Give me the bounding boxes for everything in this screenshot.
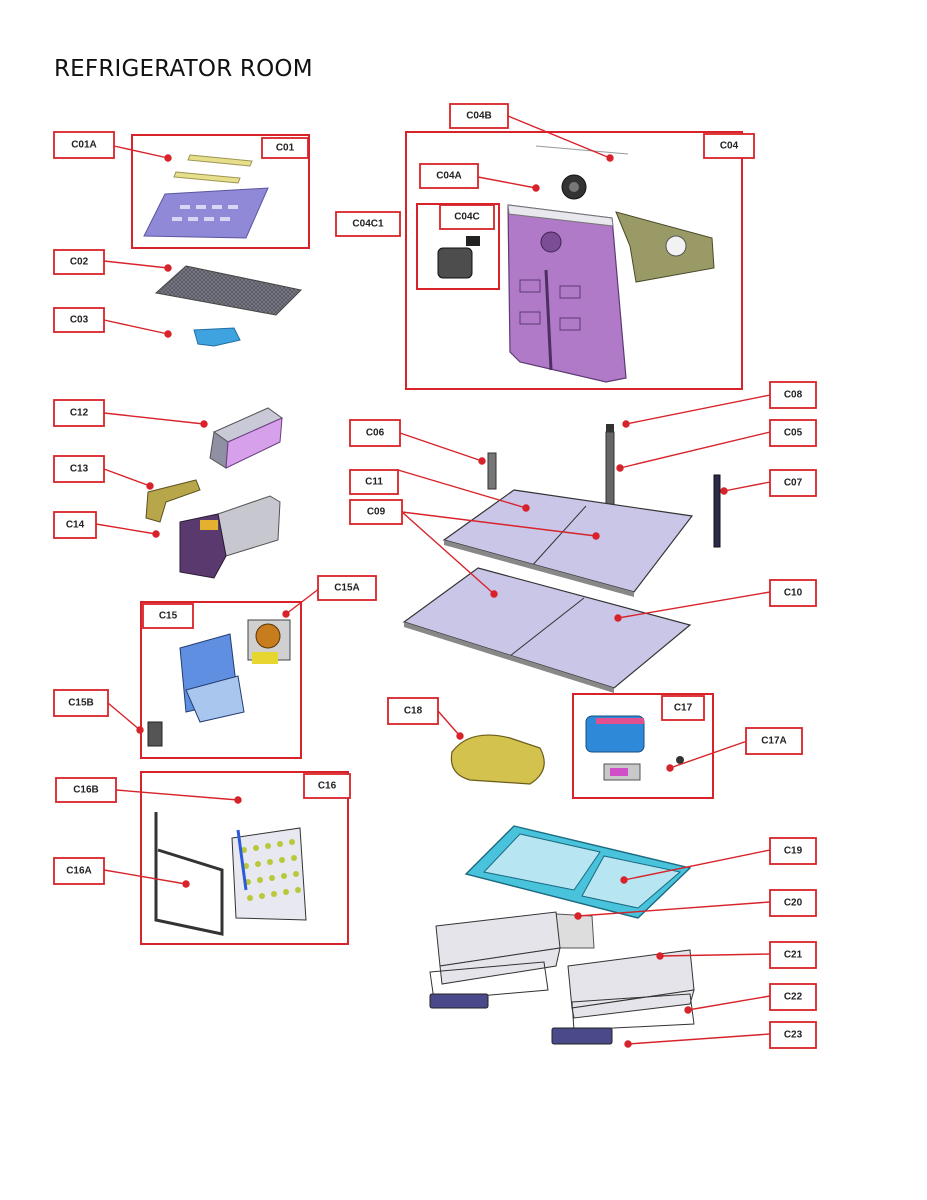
group-frame-c16 (140, 771, 349, 945)
part-label-c17a: C17A (761, 736, 787, 747)
label-box-c04c1 (335, 211, 401, 237)
label-box-c19 (769, 837, 817, 865)
c04-back-panel-illustration (437, 145, 715, 383)
label-box-c20 (769, 889, 817, 917)
group-frame-c17 (572, 693, 714, 799)
c08-cap-illustration (606, 424, 614, 432)
label-box-c17a (745, 727, 803, 755)
label-box-c04c (439, 204, 495, 230)
label-box-c02 (53, 249, 105, 275)
part-label-c07: C07 (784, 478, 803, 489)
part-label-c16b: C16B (73, 785, 99, 796)
group-frame-c15 (140, 601, 302, 759)
c21-drawers-illustration (435, 911, 695, 1019)
c06-bracket-illustration (487, 452, 497, 490)
part-label-c19: C19 (784, 846, 803, 857)
label-box-c09 (349, 499, 403, 525)
label-box-c08 (769, 381, 817, 409)
label-box-c15a (317, 575, 377, 601)
part-label-c16: C16 (318, 781, 337, 792)
label-box-c10 (769, 579, 817, 607)
part-label-c05: C05 (784, 428, 803, 439)
label-box-c23 (769, 1021, 817, 1049)
part-label-c16a: C16A (66, 866, 92, 877)
label-box-c07 (769, 469, 817, 497)
part-label-c15a: C15A (334, 583, 360, 594)
c23-handle-illustration-2 (551, 1027, 613, 1045)
group-frame-c04 (405, 131, 743, 390)
part-label-c13: C13 (70, 464, 89, 475)
label-box-c16b (55, 777, 117, 803)
c02-mesh-illustration (154, 265, 303, 316)
c12-housing-illustration (209, 407, 284, 469)
part-label-c10: C10 (784, 588, 803, 599)
part-label-c20: C20 (784, 898, 803, 909)
c18-cover-illustration (450, 734, 545, 785)
label-box-c06 (349, 419, 401, 447)
part-label-c21: C21 (784, 950, 803, 961)
part-label-c12: C12 (70, 408, 89, 419)
label-box-c13 (53, 455, 105, 483)
part-label-c08: C08 (784, 390, 803, 401)
part-label-c03: C03 (70, 315, 89, 326)
c03-clip-illustration (193, 327, 241, 347)
part-label-c01a: C01A (71, 140, 97, 151)
label-box-c04b (449, 103, 509, 129)
c04c-cover-illustration (437, 247, 473, 279)
part-label-c04c: C04C (454, 212, 480, 223)
label-box-c03 (53, 307, 105, 333)
label-box-c01 (261, 137, 309, 159)
part-label-c06: C06 (366, 428, 385, 439)
c09-c10-lower-shelf-illustration (402, 567, 692, 693)
c01-cover-illustration (143, 154, 269, 239)
label-box-c11 (349, 469, 399, 495)
c07-rail-illustration (713, 474, 721, 548)
c20-divider-illustration (555, 913, 595, 949)
group-frame-c01 (131, 134, 310, 249)
c14-icemaker-illustration (179, 495, 281, 579)
label-box-c04 (703, 133, 755, 159)
part-label-c04: C04 (720, 141, 739, 152)
label-box-c01a (53, 131, 115, 159)
label-box-c17 (661, 695, 705, 721)
page-title: REFRIGERATOR ROOM (54, 56, 313, 82)
label-box-c21 (769, 941, 817, 969)
c22-frame-illustration (429, 961, 549, 1001)
label-box-c12 (53, 399, 105, 427)
label-box-c05 (769, 419, 817, 447)
label-box-c04a (419, 163, 479, 189)
label-box-c22 (769, 983, 817, 1011)
label-box-c16 (303, 773, 351, 799)
label-box-c16a (53, 857, 105, 885)
c19-cover-illustration (464, 825, 692, 919)
c13-bracket-illustration (145, 479, 201, 523)
part-label-c11: C11 (365, 477, 383, 488)
part-label-c14: C14 (66, 520, 85, 531)
label-box-c15b (53, 689, 109, 717)
c16-evaporator-illustration (154, 812, 307, 936)
c17-light-illustration (585, 715, 684, 781)
c22-frame-illustration-2 (571, 993, 695, 1031)
part-label-c18: C18 (404, 706, 423, 717)
part-label-c09: C09 (367, 507, 386, 518)
part-label-c17: C17 (674, 703, 693, 714)
part-label-c15: C15 (159, 611, 178, 622)
part-label-c15b: C15B (68, 698, 94, 709)
label-box-c14 (53, 511, 97, 539)
c11-c09-upper-shelf-illustration (442, 489, 694, 597)
label-box-c18 (387, 697, 439, 725)
group-frame-c04c (416, 203, 500, 290)
part-label-c01: C01 (276, 143, 295, 154)
part-label-c23: C23 (784, 1030, 803, 1041)
part-label-c22: C22 (784, 992, 803, 1003)
part-label-c04c1: C04C1 (352, 219, 384, 230)
part-label-c04b: C04B (466, 111, 492, 122)
label-box-c15 (142, 603, 194, 629)
c15-assembly-illustration (147, 619, 291, 747)
c23-handle-illustration (429, 993, 489, 1009)
part-label-c02: C02 (70, 257, 89, 268)
part-label-c04a: C04A (436, 171, 462, 182)
